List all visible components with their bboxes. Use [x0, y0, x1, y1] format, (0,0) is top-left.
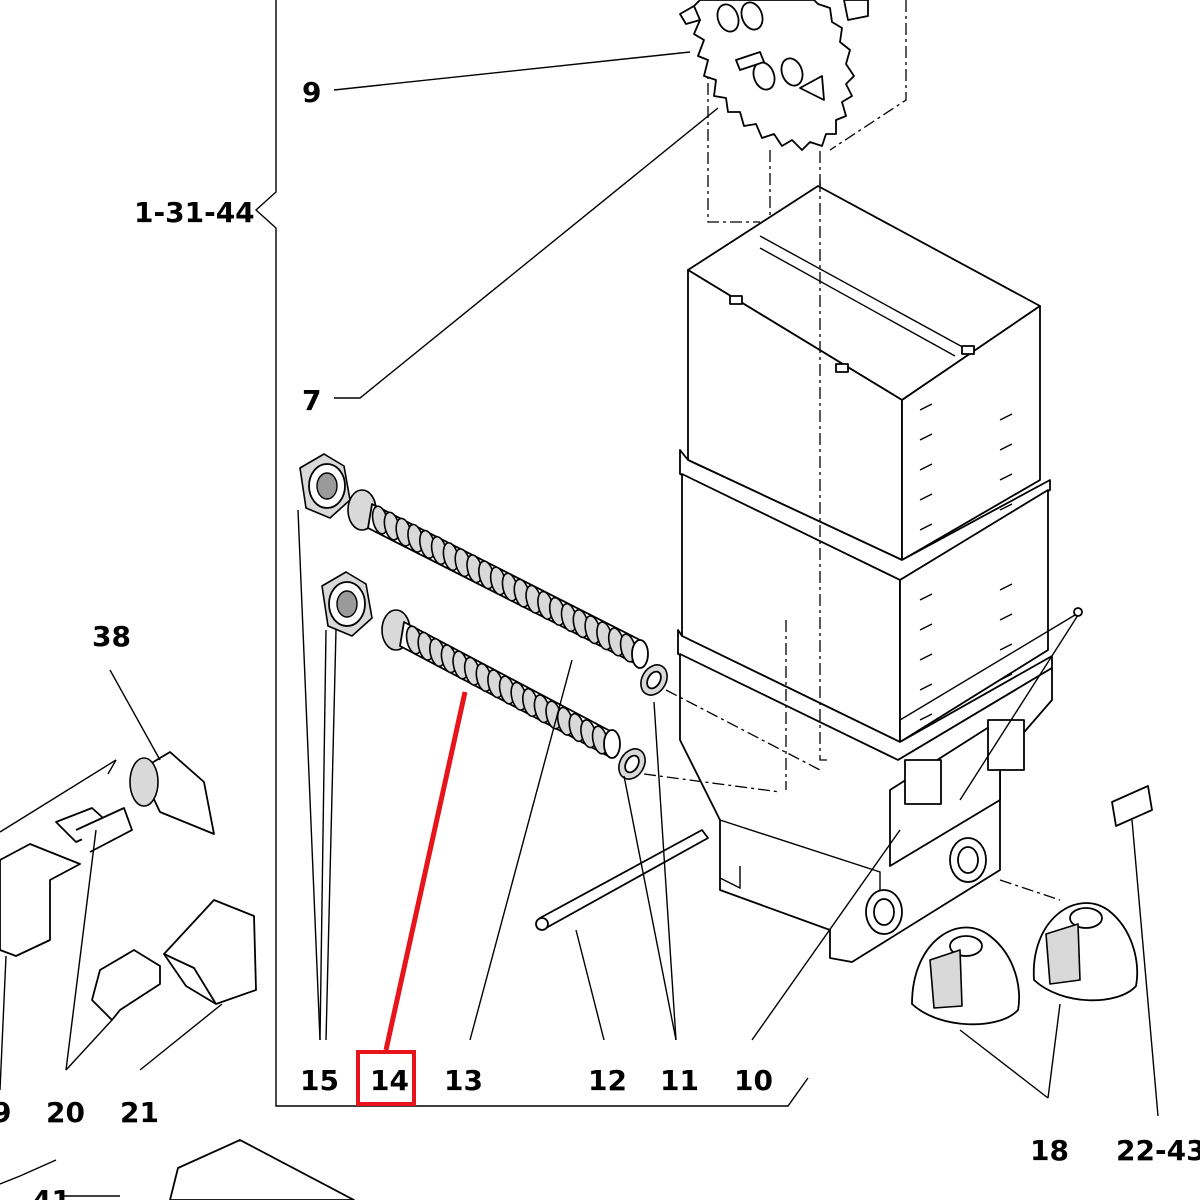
lower-auger-coils — [405, 625, 609, 755]
label-11: 11 — [660, 1064, 699, 1097]
vent-marks — [919, 403, 1013, 721]
upper-auger — [299, 453, 649, 669]
label-21: 21 — [120, 1096, 159, 1129]
label-1-31-44: 1-31-44 — [134, 196, 255, 229]
lower-auger — [321, 571, 621, 759]
label-10: 10 — [734, 1064, 773, 1097]
label-7: 7 — [302, 384, 321, 417]
highlight-pointer-line — [383, 691, 468, 1051]
gear-part — [679, 0, 907, 223]
washers — [618, 664, 821, 793]
highlight-callout — [356, 691, 468, 1106]
label-15: 15 — [300, 1064, 339, 1097]
label-18: 18 — [1030, 1134, 1069, 1167]
upper-auger-coils — [371, 505, 637, 663]
label-14: 14 — [370, 1064, 409, 1097]
highlight-box — [356, 1050, 416, 1106]
label-22-43: 22-43 — [1116, 1134, 1200, 1167]
bowls — [911, 785, 1153, 1026]
assembly-bracket — [254, 0, 809, 1107]
label-12: 12 — [588, 1064, 627, 1097]
label-9-left: 9 — [0, 1096, 11, 1129]
label-20: 20 — [46, 1096, 85, 1129]
label-13: 13 — [444, 1064, 483, 1097]
part-labels: 9 1-31-44 7 38 15 14 13 12 11 10 18 22-4… — [0, 76, 1200, 1200]
label-38: 38 — [92, 620, 131, 653]
leader-lines — [0, 51, 1159, 1197]
label-9: 9 — [302, 76, 321, 109]
hopper-assembly — [677, 150, 1083, 963]
label-41: 41 — [32, 1184, 71, 1200]
left-parts — [0, 751, 355, 1200]
rod-part — [535, 829, 709, 931]
